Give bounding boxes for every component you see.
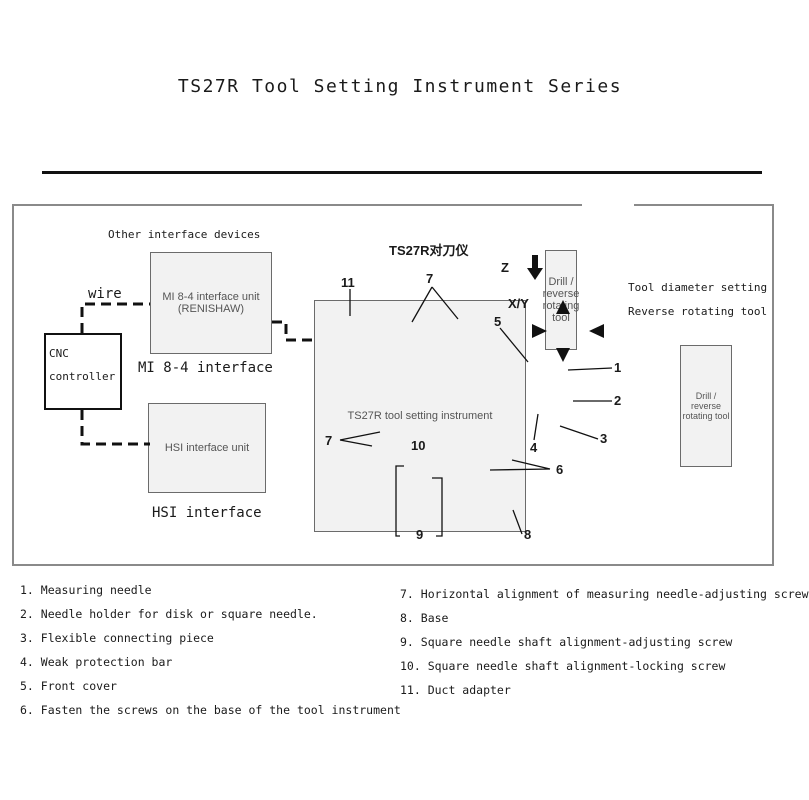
title-divider <box>42 171 762 174</box>
callout-leaders <box>339 286 613 537</box>
wire-label: wire <box>88 286 122 302</box>
frame-gap <box>582 201 634 207</box>
xy-arrows <box>532 300 604 362</box>
legend-item-5: 5. Front cover <box>20 679 117 693</box>
wire-connectors <box>80 302 318 446</box>
leader-9 <box>395 465 443 537</box>
leader-7-top <box>411 286 459 323</box>
side-note-line2: Reverse rotating tool <box>628 305 768 318</box>
leader-8 <box>512 509 523 535</box>
callout-11: 11 <box>341 275 355 290</box>
callout-4: 4 <box>530 440 538 455</box>
leader-5 <box>499 327 529 363</box>
instrument-image: TS27R tool setting instrument <box>314 300 526 532</box>
wire-to-mi84 <box>80 302 150 333</box>
callout-6: 6 <box>556 462 564 477</box>
axis-z-label: Z <box>501 260 509 275</box>
leader-6 <box>489 459 551 471</box>
legend-item-3: 3. Flexible connecting piece <box>20 631 214 645</box>
cnc-label-line1: CNC <box>49 347 69 360</box>
legend-item-10: 10. Square needle shaft alignment-lockin… <box>400 659 726 673</box>
callout-5: 5 <box>494 314 502 329</box>
legend-item-9: 9. Square needle shaft alignment-adjusti… <box>400 635 733 649</box>
cnc-controller-box: CNC controller <box>44 333 122 410</box>
product-label: TS27R对刀仪 <box>389 243 469 258</box>
callout-9: 9 <box>416 527 424 542</box>
reverse-tool-image: Drill / reverse rotating tool <box>680 345 732 467</box>
callout-7-top: 7 <box>426 271 434 286</box>
callout-1: 1 <box>614 360 622 375</box>
arrow-z <box>527 255 543 280</box>
wire-to-instrument <box>272 320 318 342</box>
callout-2: 2 <box>614 393 622 408</box>
legend-item-6: 6. Fasten the screws on the base of the … <box>20 703 401 717</box>
callout-7-left: 7 <box>325 433 333 448</box>
hsi-interface-image: HSI interface unit <box>148 403 266 493</box>
legend-item-7: 7. Horizontal alignment of measuring nee… <box>400 587 809 601</box>
wire-to-hsi <box>80 410 150 446</box>
drill-image: Drill / reverse rotating tool <box>543 250 579 350</box>
callout-10: 10 <box>411 438 426 453</box>
legend-item-1: 1. Measuring needle <box>20 583 152 597</box>
legend-item-2: 2. Needle holder for disk or square need… <box>20 607 318 621</box>
mi84-interface-image: MI 8-4 interface unit (RENISHAW) <box>150 252 272 354</box>
page-title: TS27R Tool Setting Instrument Series <box>177 76 623 97</box>
callout-8: 8 <box>524 527 532 542</box>
side-note-line1: Tool diameter setting <box>628 281 768 294</box>
other-devices-label: Other interface devices <box>108 228 261 241</box>
leader-4 <box>533 413 539 441</box>
legend-item-4: 4. Weak protection bar <box>20 655 173 669</box>
leader-1 <box>567 367 613 371</box>
legend-right: 7. Horizontal alignment of measuring nee… <box>400 582 809 702</box>
callout-3: 3 <box>600 431 608 446</box>
hsi-label: HSI interface <box>152 505 262 521</box>
legend-item-8: 8. Base <box>400 611 449 625</box>
legend-item-11: 11. Duct adapter <box>400 683 511 697</box>
cnc-label-line2: controller <box>49 370 116 383</box>
leader-3 <box>559 425 599 440</box>
mi84-label: MI 8-4 interface <box>138 360 273 376</box>
leader-7-left <box>339 431 381 447</box>
legend-left: 1. Measuring needle 2. Needle holder for… <box>20 578 401 722</box>
axis-xy-label: X/Y <box>508 296 529 311</box>
diagram-frame <box>12 204 774 566</box>
